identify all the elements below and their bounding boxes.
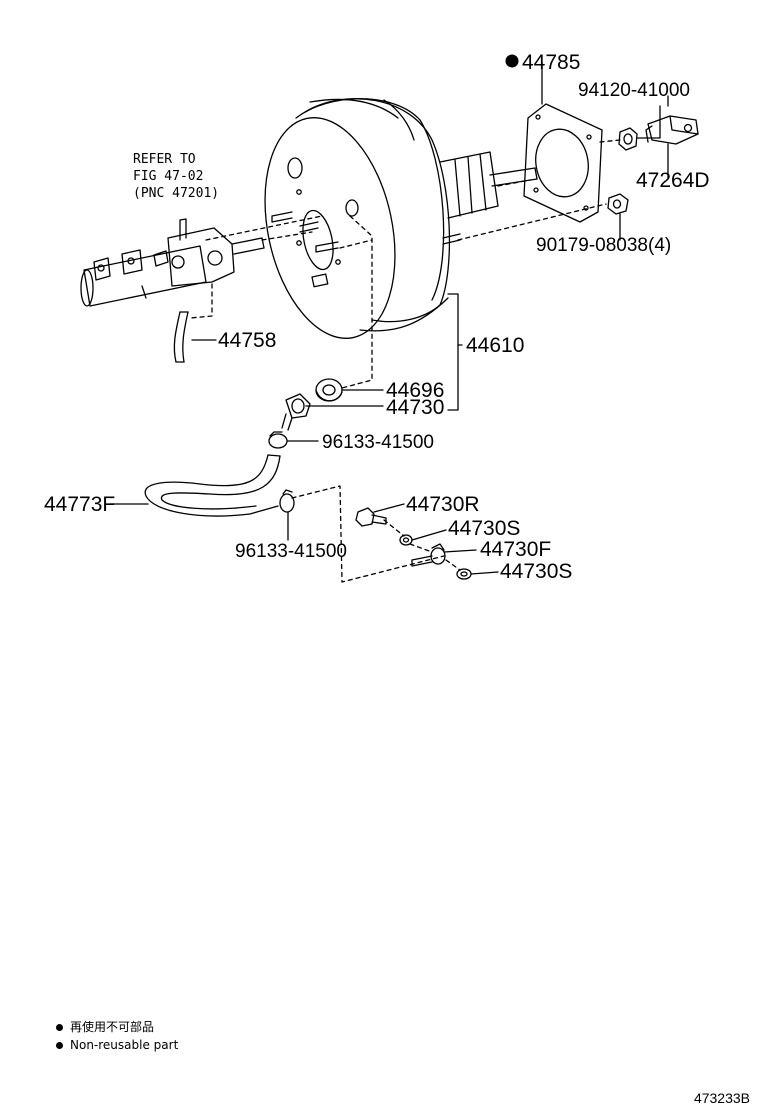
clevis-illustration bbox=[645, 115, 699, 145]
master-cylinder-illustration bbox=[80, 218, 265, 307]
reference-line-3: (PNC 47201) bbox=[133, 186, 219, 201]
part-label-94120-41000: 94120-41000 bbox=[578, 80, 690, 101]
brake-booster-illustration bbox=[264, 98, 538, 339]
part-label-96133-41500-upper: 96133-41500 bbox=[322, 432, 434, 453]
legend-japanese: 再使用不可部品 bbox=[56, 1019, 154, 1035]
part-label-44730S-lower: 44730S bbox=[500, 560, 572, 583]
legend-dot-icon bbox=[56, 1042, 63, 1049]
part-label-44610: 44610 bbox=[466, 334, 524, 357]
part-label-44696: 44696 bbox=[386, 379, 444, 402]
part-label-44730: 44730 bbox=[386, 396, 444, 419]
non-reusable-marker bbox=[505, 54, 519, 68]
part-label-44730R: 44730R bbox=[406, 493, 480, 516]
legend-japanese-text: 再使用不可部品 bbox=[70, 1020, 155, 1034]
part-label-44758: 44758 bbox=[218, 329, 276, 352]
reference-note: REFER TO FIG 47-02 (PNC 47201) bbox=[133, 152, 219, 201]
reservoir-hose-illustration bbox=[173, 311, 189, 363]
illustration-id: 473233B bbox=[693, 1090, 750, 1106]
dashed-guide-lines bbox=[189, 139, 621, 583]
hose-clamp-illustration-upper bbox=[268, 431, 288, 449]
gasket-illustration bbox=[523, 103, 603, 223]
hose-clamp-illustration-lower bbox=[279, 489, 295, 513]
part-label-44730S-upper: 44730S bbox=[448, 517, 520, 540]
vacuum-hose-illustration bbox=[144, 454, 281, 517]
part-label-44773F: 44773F bbox=[44, 493, 115, 516]
legend-english-text: Non-reusable part bbox=[70, 1038, 179, 1052]
grommet-illustration bbox=[315, 378, 343, 402]
reference-line-1: REFER TO bbox=[133, 152, 196, 167]
part-label-44730F: 44730F bbox=[480, 538, 551, 561]
leader-lines bbox=[109, 61, 669, 575]
check-valve-illustration bbox=[281, 393, 311, 431]
part-label-96133-41500-lower: 96133-41500 bbox=[235, 541, 347, 562]
legend-dot-icon bbox=[56, 1024, 63, 1031]
part-label-47264D: 47264D bbox=[636, 169, 710, 192]
flange-nut-illustration bbox=[607, 193, 629, 215]
legend-english: Non-reusable part bbox=[56, 1037, 178, 1053]
reference-line-2: FIG 47-02 bbox=[133, 169, 203, 184]
part-label-44785: 44785 bbox=[522, 51, 580, 74]
nut-illustration bbox=[618, 127, 638, 151]
part-label-90179-08038: 90179-08038(4) bbox=[536, 235, 671, 256]
